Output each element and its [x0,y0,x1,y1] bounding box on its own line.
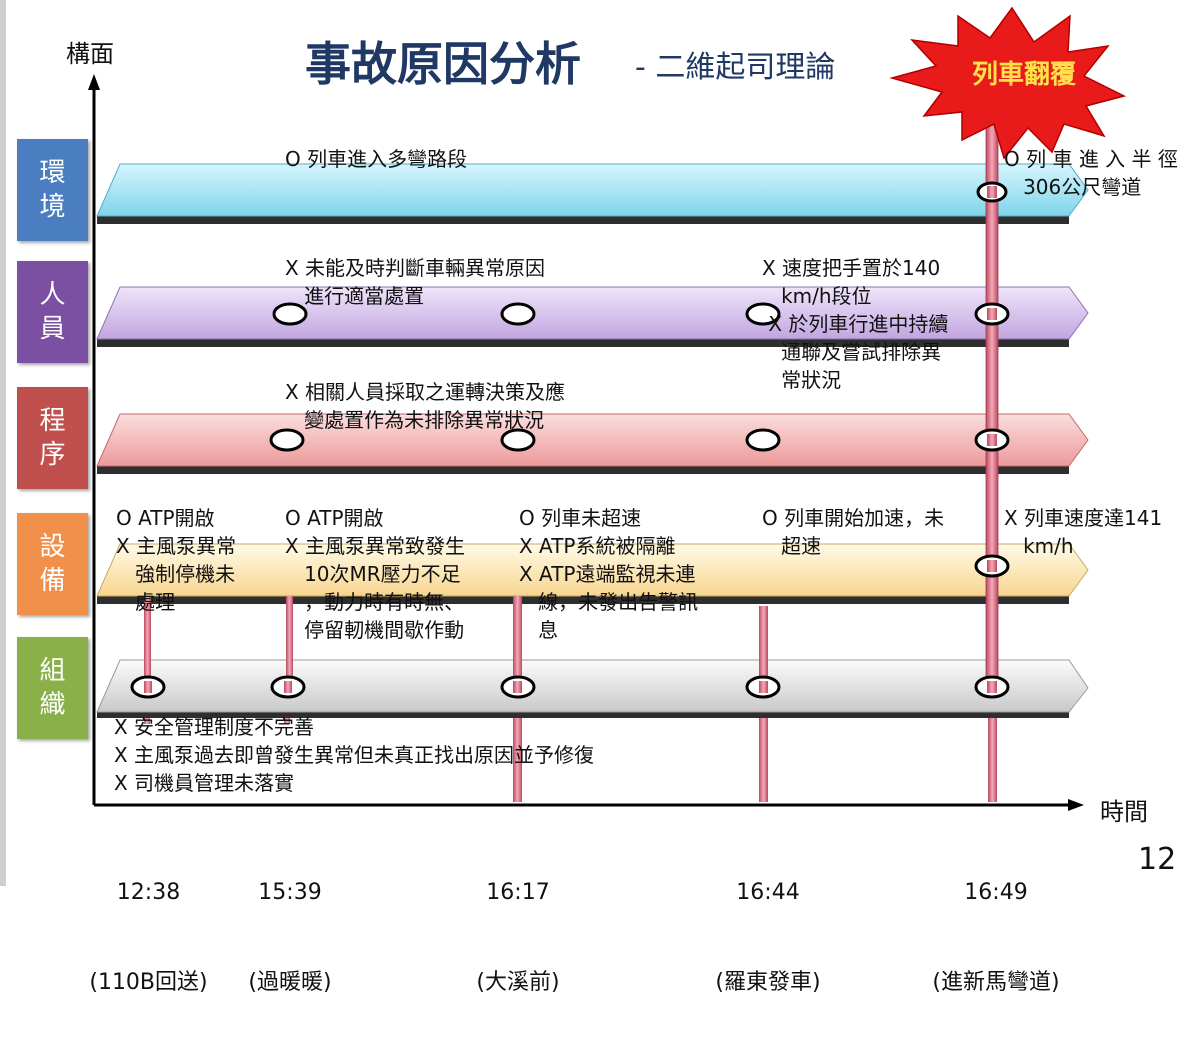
pole-in-holes [144,186,997,693]
hole [500,428,536,452]
note-equip-5: X 列車速度達141 km/h [1004,506,1163,558]
page-number: 12 [1138,842,1177,877]
hole [269,428,305,452]
hole [272,302,308,326]
time-label-1: 12:38 (110B回送) [66,818,231,1058]
hole [745,428,781,452]
band-staff [96,286,1089,347]
note-org-1: X 安全管理制度不完善 X 主風泵過去即曾發生異常但未真正找出原因並予修復 X … [114,715,595,795]
category-procedure: 程 序 [17,387,88,489]
note-proc-1: X 相關人員採取之運轉決策及應 變處置作為未排除異常狀況 [285,380,566,432]
category-environment: 環 境 [17,139,88,241]
time-place: (過暖暖) [248,970,332,995]
note-equip-2: O ATP開啟 X 主風泵異常致發生 10次MR壓力不足 ，動力時有時無、 停留… [285,506,466,642]
time-label-5: 16:49 (進新馬彎道) [908,818,1084,1058]
time-value: 12:38 [116,880,181,905]
time-value: 16:44 [736,880,800,905]
time-value: 16:49 [964,880,1028,905]
mid-poles [144,596,768,690]
x-axis-label: 時間 [1100,798,1148,826]
time-label-3: 16:17 (大溪前) [448,818,588,1058]
time-label-4: 16:44 (羅東發車) [688,818,848,1058]
category-equipment: 設 備 [17,513,88,615]
accident-label: 列車翻覆 [972,60,1077,90]
y-axis-arrow [88,74,100,90]
slide: 環 境 人 員 程 序 設 備 組 織 事故原因分析 - 二維起司理論 構面 時… [0,0,1178,995]
note-equip-3: O 列車未超速 X ATP系統被隔離 X ATP遠端監視未連 線，未發出告警訊 … [519,506,699,642]
note-equip-4: O 列車開始加速，未 超速 [762,506,945,558]
note-staff-2: X 速度把手置於140 km/h段位 X 於列車行進中持續 通聯及嘗試排除異 常… [762,256,949,392]
holes [130,181,1010,699]
note-equip-1: O ATP開啟 X 主風泵異常 強制停機未 處理 [116,506,237,614]
note-env-1: O 列車進入多彎路段 [285,147,468,171]
time-value: 16:17 [486,880,550,905]
cheese-diagram [88,6,1127,811]
time-place: (進新馬彎道) [932,970,1060,995]
note-staff-1: X 未能及時判斷車輛異常原因 進行適當處置 [285,256,546,308]
band-equipment [96,543,1089,604]
hole [745,302,781,326]
hole [500,302,536,326]
time-place: (羅東發車) [715,970,821,995]
note-env-2: O 列 車 進 入 半 徑 306公尺彎道 [1004,147,1178,199]
time-place: (110B回送) [89,970,208,995]
category-organization: 組 織 [17,637,88,739]
category-staff: 人 員 [17,261,88,363]
band-organization [96,659,1089,718]
time-place: (大溪前) [476,970,560,995]
x-axis-arrow [1068,799,1084,811]
y-axis-label: 構面 [66,40,114,68]
band-procedure [96,413,1089,474]
slide-title: 事故原因分析 [305,37,581,91]
time-label-2: 15:39 (過暖暖) [220,818,360,1058]
accident-burst [889,6,1127,160]
band-environment [96,163,1089,224]
slide-subtitle: - 二維起司理論 [635,50,836,85]
left-border [0,0,6,886]
time-value: 15:39 [258,880,322,905]
